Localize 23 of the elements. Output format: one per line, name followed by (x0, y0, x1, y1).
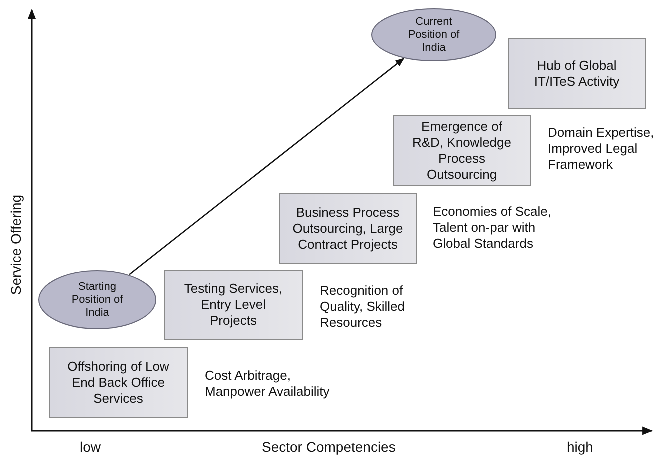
position-ellipse (371, 8, 497, 62)
factor-note: Economies of Scale, Talent on-par with Global Standards (433, 204, 553, 252)
axis-label: low (80, 439, 102, 455)
factor-note: Domain Expertise, Improved Legal Framework (548, 125, 656, 173)
arrow (129, 58, 405, 276)
node-text: Testing Services, Entry Level Projects (183, 281, 284, 329)
node-text: Current Position of India (407, 16, 461, 54)
node-text: Offshoring of Low End Back Office Services (66, 358, 170, 406)
stage-box (508, 38, 646, 109)
factor-note: Recognition of Quality, Skilled Resources (320, 283, 406, 331)
axis-label: Sector Competencies (262, 439, 396, 455)
stage-box (164, 270, 303, 340)
axis-label: Service Offering (8, 194, 24, 298)
factor-note: Cost Arbitrage, Manpower Availability (205, 368, 331, 400)
node-text: Business Process Outsourcing, Large Contract Projects (292, 204, 404, 252)
node-text: Starting Position of India (70, 280, 124, 320)
position-ellipse (38, 270, 157, 330)
stage-box (279, 193, 417, 264)
stage-box (49, 347, 188, 418)
node-text: Hub of Global IT/ITeS Activity (533, 58, 621, 90)
stage-box (393, 115, 531, 186)
node-text: Emergence of R&D, Knowledge Process Outsourcing (412, 118, 512, 182)
axis-label: high (567, 439, 594, 455)
